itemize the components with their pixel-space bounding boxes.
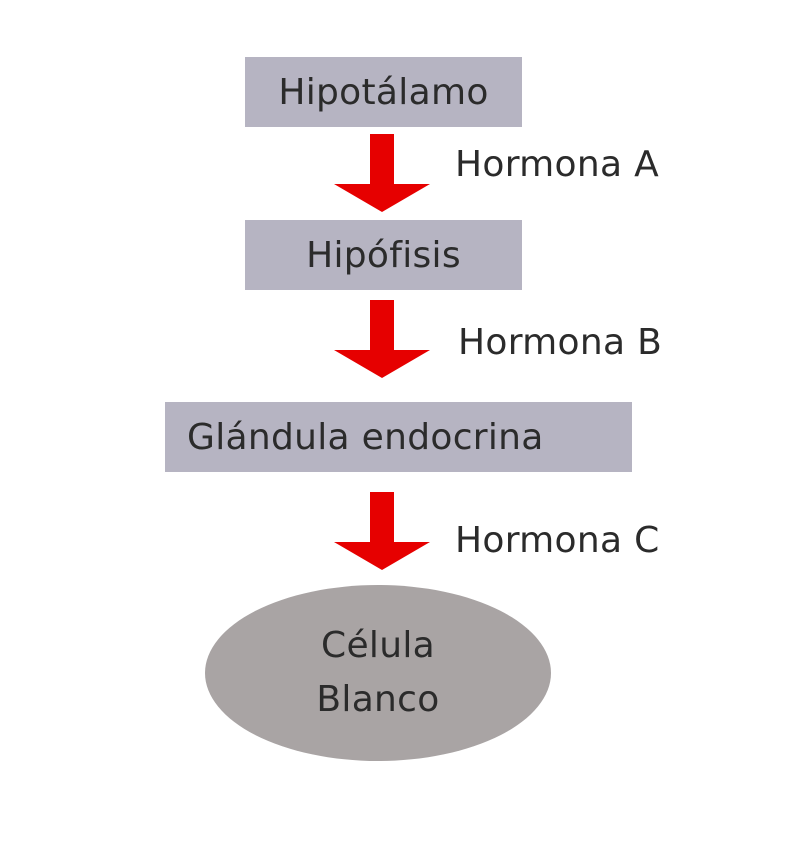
hormona-b-label: Hormona B	[458, 322, 663, 363]
hormona-a-label: Hormona A	[455, 144, 660, 185]
hipofisis-label: Hipófisis	[306, 234, 461, 276]
glandula-endocrina-label: Glándula endocrina	[187, 416, 544, 458]
arrow-down-icon	[334, 492, 430, 570]
arrow-down-icon	[334, 300, 430, 378]
hipofisis-box: Hipófisis	[245, 220, 522, 290]
hipotalamo-label: Hipotálamo	[278, 71, 489, 113]
glandula-endocrina-box: Glándula endocrina	[165, 402, 632, 472]
arrow-down-icon	[334, 134, 430, 212]
hipotalamo-box: Hipotálamo	[245, 57, 522, 127]
celula-label-line1: Célula	[321, 625, 435, 666]
hormona-c-label: Hormona C	[455, 520, 660, 561]
celula-blanco-ellipse: Célula Blanco	[205, 585, 551, 761]
celula-label-line2: Blanco	[316, 679, 440, 720]
